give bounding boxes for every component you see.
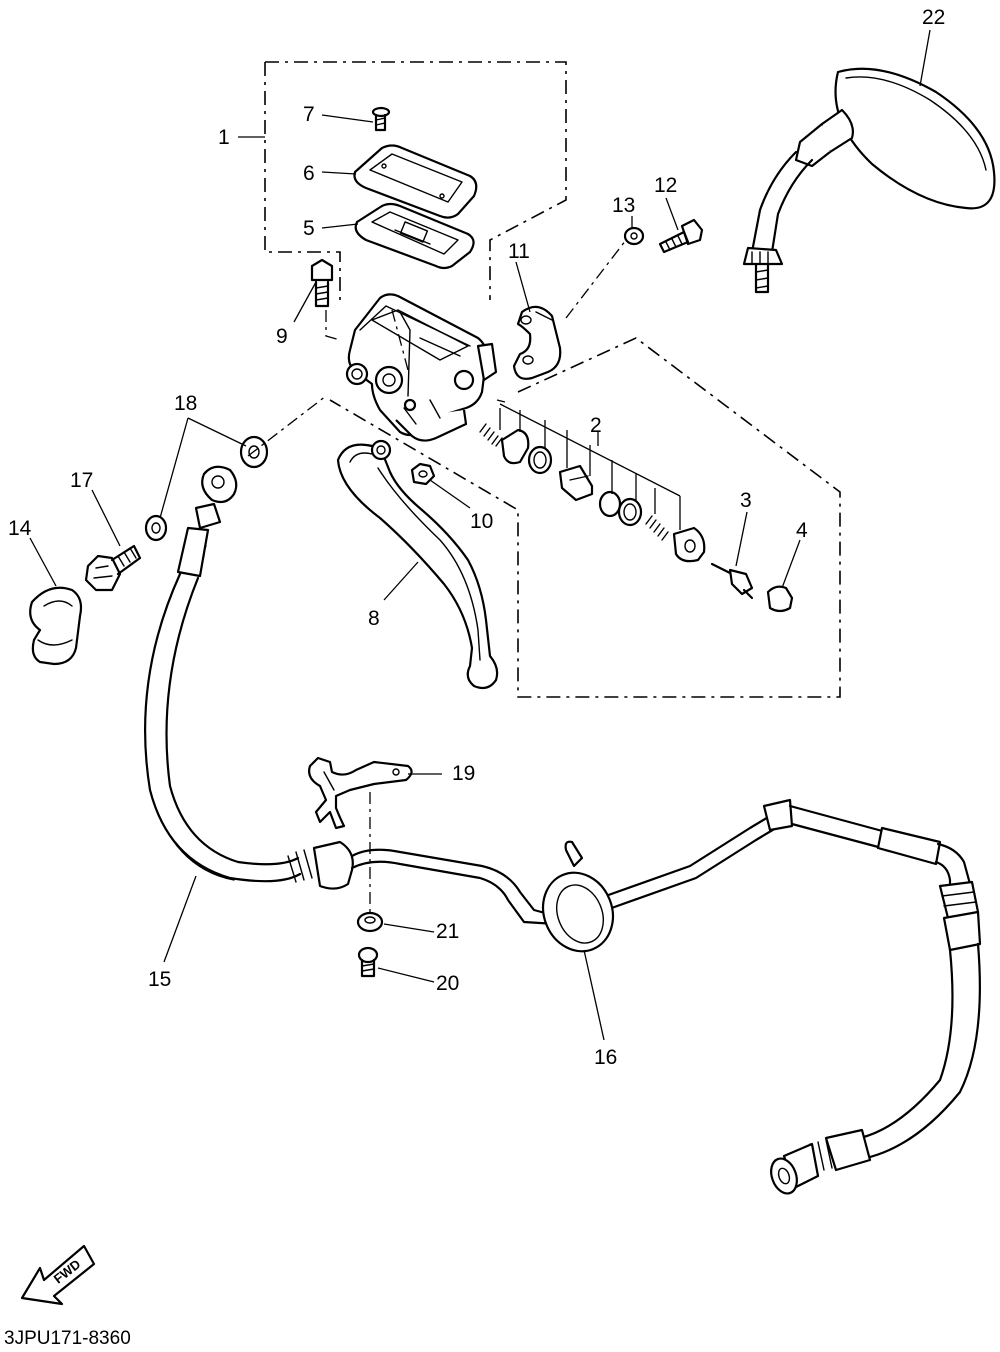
part-bolt-12 bbox=[658, 218, 704, 254]
part-lever-8 bbox=[336, 439, 499, 690]
callout-15: 15 bbox=[148, 968, 171, 991]
part-brake-pipe bbox=[350, 814, 778, 926]
callout-12: 12 bbox=[654, 174, 677, 197]
part-brake-hose-15 bbox=[143, 465, 354, 890]
callout-6: 6 bbox=[303, 162, 315, 185]
callout-1: 1 bbox=[218, 126, 230, 149]
part-pushrod-3 bbox=[710, 562, 754, 600]
callout-17: 17 bbox=[70, 469, 93, 492]
callout-20: 20 bbox=[436, 972, 459, 995]
assembly-box-reservoir-cap bbox=[264, 61, 567, 300]
part-diaphragm-5 bbox=[354, 202, 475, 270]
part-nut-10 bbox=[410, 462, 436, 486]
part-screw-20 bbox=[357, 946, 379, 978]
connector-lines bbox=[247, 239, 627, 912]
callout-4: 4 bbox=[796, 519, 808, 542]
callout-14: 14 bbox=[8, 517, 32, 540]
callout-3: 3 bbox=[740, 489, 752, 512]
part-bolt-9 bbox=[310, 258, 334, 308]
callout-7: 7 bbox=[303, 103, 315, 126]
callout-13: 13 bbox=[612, 194, 635, 217]
part-piston-kit-2 bbox=[479, 403, 706, 563]
part-lower-hose bbox=[762, 798, 982, 1195]
part-banjo-bolt-17 bbox=[84, 544, 142, 592]
part-screw-7 bbox=[371, 106, 391, 132]
part-master-cylinder-body bbox=[345, 293, 498, 442]
callout-labels: 1 2 3 4 5 6 7 8 9 10 11 12 13 14 15 16 1… bbox=[8, 6, 945, 1069]
part-clamp-11 bbox=[512, 305, 562, 380]
callout-2: 2 bbox=[590, 414, 602, 437]
part-reservoir-cap-6 bbox=[353, 144, 478, 219]
assembly-chain-line bbox=[496, 399, 506, 403]
callout-5: 5 bbox=[303, 217, 315, 240]
callout-18: 18 bbox=[174, 392, 197, 415]
fwd-arrow-icon: FWD bbox=[20, 1244, 96, 1306]
callout-19: 19 bbox=[452, 762, 475, 785]
part-hose-holder-16 bbox=[541, 840, 615, 953]
drawing-code: 3JPU171-8360 bbox=[4, 1328, 131, 1349]
callout-9: 9 bbox=[276, 325, 288, 348]
callout-21: 21 bbox=[436, 920, 459, 943]
assembly-box-piston-kit bbox=[329, 337, 841, 698]
part-bracket-19 bbox=[308, 756, 413, 830]
callout-10: 10 bbox=[470, 510, 493, 533]
part-cap-4 bbox=[766, 585, 794, 613]
part-boot-14 bbox=[29, 586, 83, 666]
callout-8: 8 bbox=[368, 607, 380, 630]
callout-11: 11 bbox=[508, 240, 530, 263]
part-nut-21 bbox=[356, 911, 384, 933]
part-washer-18b bbox=[144, 514, 168, 542]
part-mirror-22 bbox=[742, 67, 996, 294]
leader-lines bbox=[29, 29, 931, 1041]
part-washer-13 bbox=[623, 226, 645, 246]
callout-16: 16 bbox=[594, 1046, 617, 1069]
callout-22: 22 bbox=[922, 6, 945, 29]
